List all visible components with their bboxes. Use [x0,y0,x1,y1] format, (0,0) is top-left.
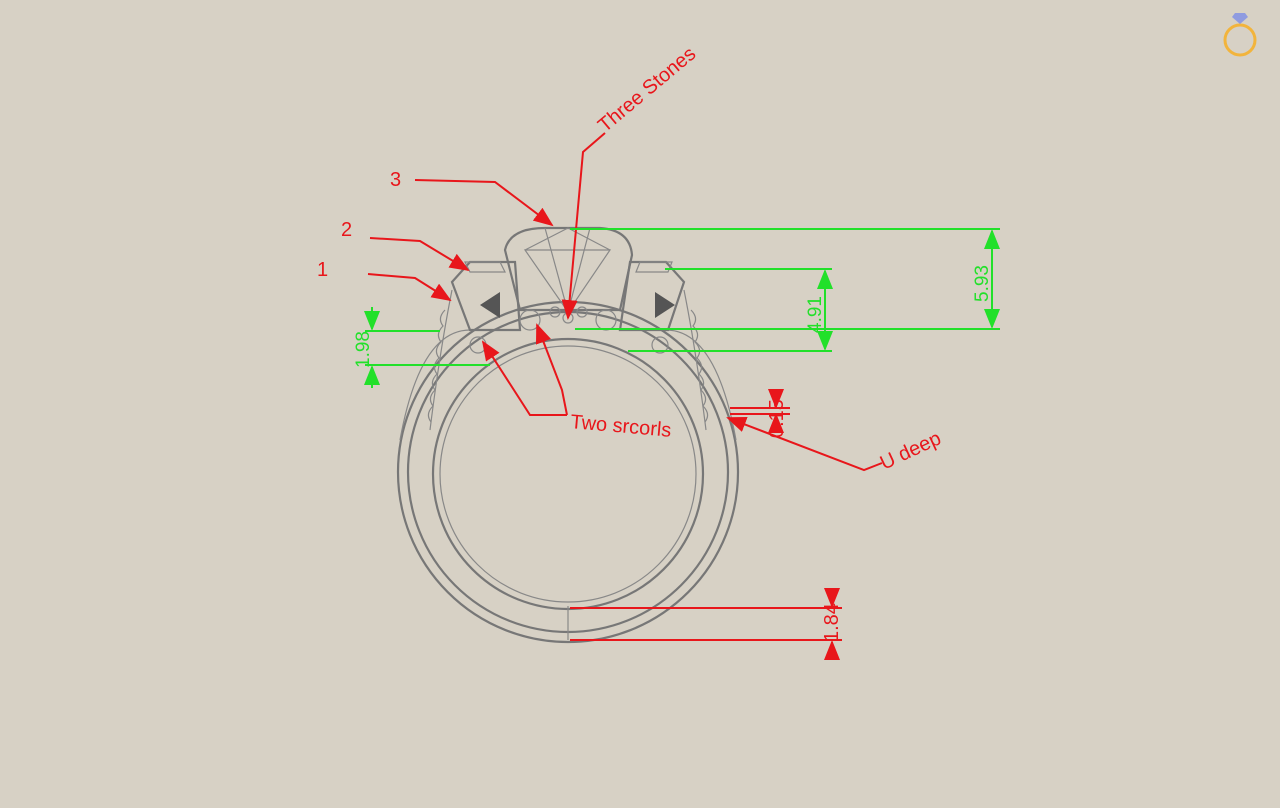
u-deep-label: U deep [877,427,945,474]
stone-2-label: 2 [341,219,352,241]
three-stones-label: Three Stones [594,43,700,137]
dimension-5-93: 5.93 [972,265,993,302]
annotation-lines [367,132,883,660]
ring-band [396,300,740,644]
stone-3-label: 3 [390,169,401,191]
stone-1-label: 1 [317,259,328,281]
dimension-1-84: 1.84 [821,603,843,642]
dimension-4-91: 4.91 [805,296,826,333]
dimension-1-98: 1.98 [353,331,374,368]
dimension-lines [364,228,1000,388]
two-scrolls-label: Two srcorls [570,411,673,442]
dimension-0-15: 0.15 [766,399,788,438]
ring-with-diamond-icon [1223,13,1257,57]
